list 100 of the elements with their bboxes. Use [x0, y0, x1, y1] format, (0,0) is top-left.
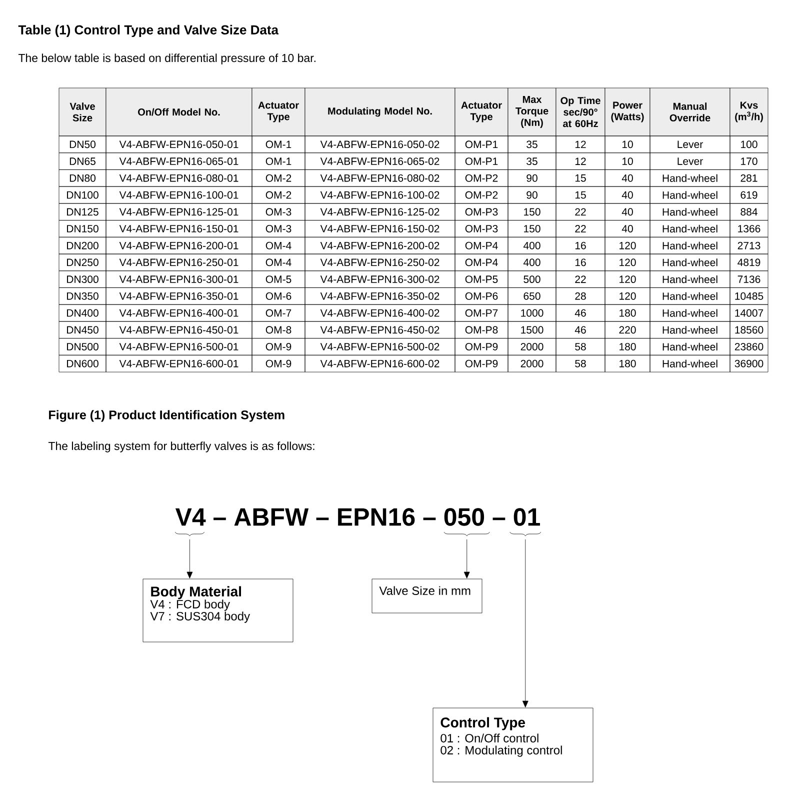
table-cell: 500	[508, 270, 556, 288]
table-cell: OM-P9	[454, 354, 508, 372]
table-cell: OM-P5	[454, 270, 508, 288]
table-cell: 58	[556, 338, 606, 356]
table-cell: V4-ABFW-EPN16-125-02	[304, 203, 456, 221]
table-cell: 16	[556, 254, 606, 272]
brace	[510, 532, 542, 536]
table-cell: OM-2	[252, 169, 306, 187]
table-cell: OM-P6	[454, 287, 508, 305]
table-cell: V4-ABFW-EPN16-400-02	[304, 304, 456, 322]
table-cell: 4819	[730, 254, 768, 272]
table-cell: OM-3	[252, 203, 306, 221]
header-cell: Max Torque (Nm)	[508, 88, 556, 136]
table-cell: 150	[508, 203, 556, 221]
table-cell: DN400	[58, 304, 106, 322]
table-cell: 1500	[508, 321, 556, 339]
table-cell: V4-ABFW-EPN16-350-01	[106, 287, 252, 305]
info-box: Control Type 01 : On/Off control 02 : Modulating control	[432, 708, 594, 782]
header-cell: Op Time sec/90° at 60Hz	[556, 88, 606, 136]
table-cell: DN600	[58, 354, 106, 372]
table-cell: 1366	[730, 220, 768, 238]
table-cell: DN50	[58, 136, 106, 154]
table-cell: Hand-wheel	[650, 354, 730, 372]
table-cell: Lever	[650, 136, 730, 154]
table-cell: 36900	[730, 354, 768, 372]
table-cell: 120	[604, 287, 650, 305]
table-cell: DN500	[58, 338, 106, 356]
table-cell: V4-ABFW-EPN16-200-02	[304, 236, 456, 254]
table-cell: DN300	[58, 270, 106, 288]
table-cell: DN80	[58, 169, 106, 187]
table-cell: 120	[604, 254, 650, 272]
table-cell: 15	[556, 186, 606, 204]
table-cell: V4-ABFW-EPN16-200-01	[106, 236, 252, 254]
note: The labeling system for butterfly valves is as follows:	[48, 442, 314, 452]
table-cell: 40	[604, 220, 650, 238]
table-cell: OM-P1	[454, 152, 508, 170]
table-cell: 120	[604, 270, 650, 288]
info-box: Body Material V4 : FCD body V7 : SUS304 body	[142, 578, 294, 642]
table-cell: 10	[604, 136, 650, 154]
table-cell: OM-P7	[454, 304, 508, 322]
table-cell: OM-P4	[454, 254, 508, 272]
table-cell: OM-9	[252, 354, 306, 372]
table-cell: DN65	[58, 152, 106, 170]
table-cell: Hand-wheel	[650, 304, 730, 322]
table-cell: V4-ABFW-EPN16-600-01	[106, 354, 252, 372]
header-cell: Actuator Type	[454, 88, 508, 136]
table-cell: OM-2	[252, 186, 306, 204]
table-cell: 40	[604, 203, 650, 221]
table-cell: 22	[556, 220, 606, 238]
table-cell: 22	[556, 270, 606, 288]
table-cell: V4-ABFW-EPN16-150-01	[106, 220, 252, 238]
table-cell: 180	[604, 304, 650, 322]
table-cell: 10485	[730, 287, 768, 305]
table-cell: 90	[508, 169, 556, 187]
table-cell: 35	[508, 152, 556, 170]
table-cell: Hand-wheel	[650, 220, 730, 238]
table-cell: 15	[556, 169, 606, 187]
info-box: Valve Size in mm	[372, 578, 482, 614]
brace	[444, 532, 490, 536]
table-cell: DN350	[58, 287, 106, 305]
table-cell: OM-4	[252, 236, 306, 254]
table-cell: 46	[556, 321, 606, 339]
table-cell: 2000	[508, 338, 556, 356]
table-cell: Hand-wheel	[650, 254, 730, 272]
brace	[174, 532, 205, 536]
table-cell: OM-5	[252, 270, 306, 288]
table-cell: V4-ABFW-EPN16-250-02	[304, 254, 456, 272]
table-cell: 1000	[508, 304, 556, 322]
table-cell: 10	[604, 152, 650, 170]
table-cell: Hand-wheel	[650, 186, 730, 204]
table-cell: 2000	[508, 354, 556, 372]
table-cell: OM-1	[252, 136, 306, 154]
table-cell: V4-ABFW-EPN16-250-01	[106, 254, 252, 272]
table-cell: 400	[508, 236, 556, 254]
table-cell: OM-4	[252, 254, 306, 272]
table-cell: OM-P1	[454, 136, 508, 154]
table-cell: 180	[604, 354, 650, 372]
table-cell: V4-ABFW-EPN16-050-01	[106, 136, 252, 154]
table-cell: 12	[556, 152, 606, 170]
table-cell: OM-9	[252, 338, 306, 356]
table-cell: 58	[556, 354, 606, 372]
table-cell: DN450	[58, 321, 106, 339]
table-cell: OM-3	[252, 220, 306, 238]
table-cell: V4-ABFW-EPN16-350-02	[304, 287, 456, 305]
table-cell: V4-ABFW-EPN16-080-02	[304, 169, 456, 187]
table-cell: 40	[604, 186, 650, 204]
table-cell: V4-ABFW-EPN16-065-01	[106, 152, 252, 170]
table-cell: Hand-wheel	[650, 321, 730, 339]
table-cell: OM-7	[252, 304, 306, 322]
table-cell: 220	[604, 321, 650, 339]
table-cell: OM-P3	[454, 220, 508, 238]
table-cell: OM-P3	[454, 203, 508, 221]
table-cell: V4-ABFW-EPN16-300-02	[304, 270, 456, 288]
table-cell: V4-ABFW-EPN16-100-01	[106, 186, 252, 204]
header-cell: Power (Watts)	[604, 88, 650, 136]
table-cell: DN250	[58, 254, 106, 272]
table-cell: Hand-wheel	[650, 270, 730, 288]
table-cell: 120	[604, 236, 650, 254]
table-cell: DN100	[58, 186, 106, 204]
table-cell: DN125	[58, 203, 106, 221]
